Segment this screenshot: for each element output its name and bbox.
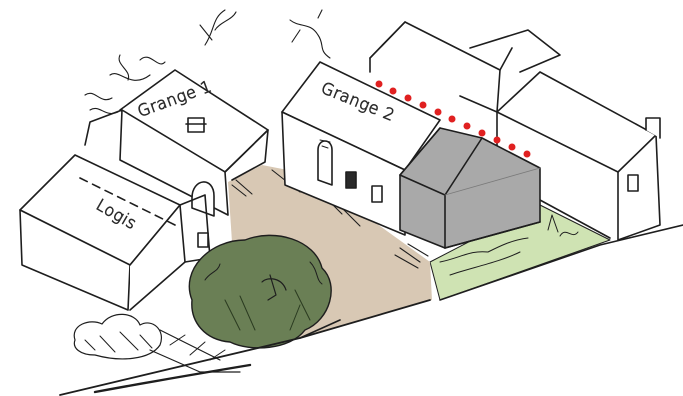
highlight-dot <box>449 116 456 123</box>
highlight-dot <box>405 95 412 102</box>
highlight-dot <box>479 130 486 137</box>
highlight-dot <box>390 88 397 95</box>
highlight-dot <box>524 151 531 158</box>
highlight-dot <box>435 109 442 116</box>
highlight-dot <box>494 137 501 144</box>
highlight-dot <box>420 102 427 109</box>
highlight-dot <box>376 81 383 88</box>
highlight-dot <box>509 144 516 151</box>
highlight-dot <box>464 123 471 130</box>
